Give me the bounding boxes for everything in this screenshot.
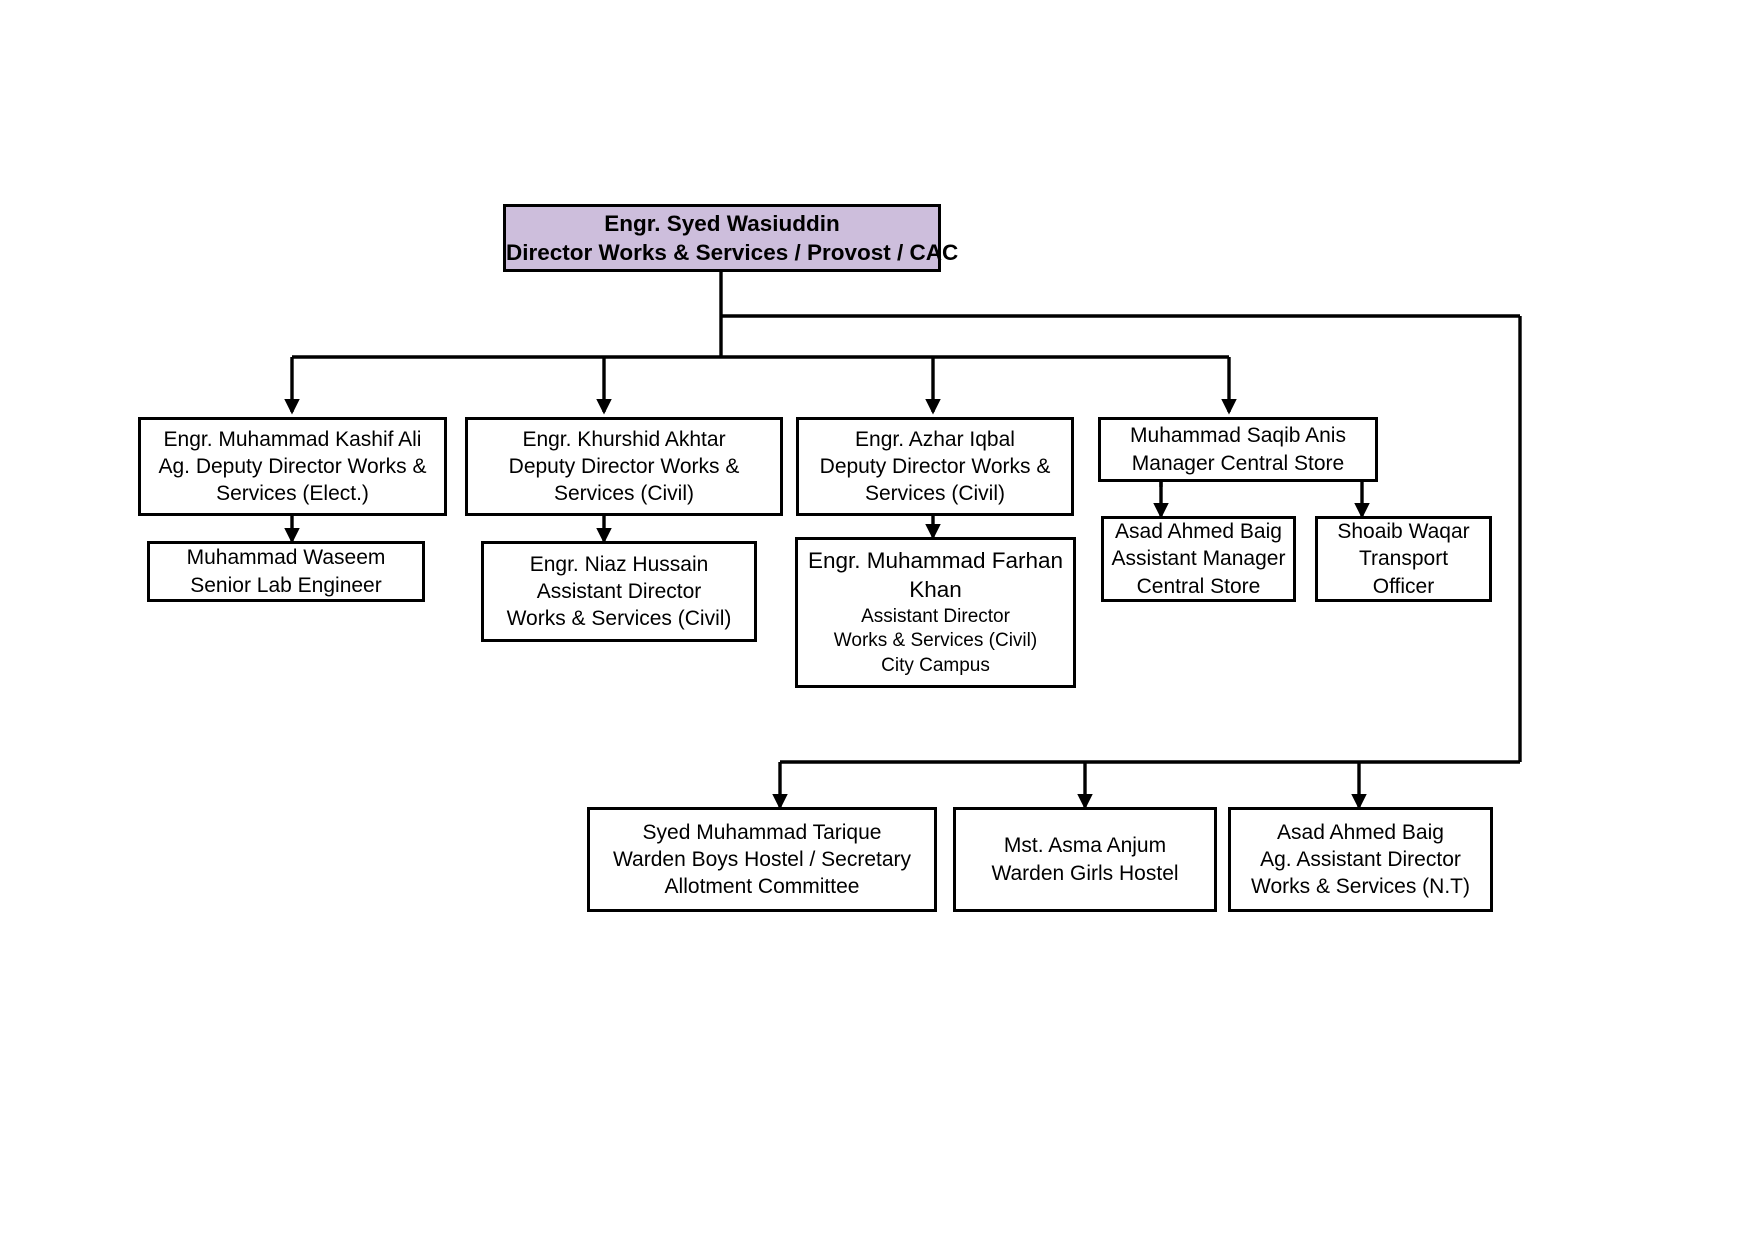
- node-syed-muhammad-tarique[interactable]: Syed Muhammad Tarique Warden Boys Hostel…: [587, 807, 937, 912]
- node-line: Assistant Director: [536, 579, 702, 603]
- node-line: City Campus: [881, 655, 990, 677]
- node-line: Central Store: [1136, 574, 1261, 598]
- node-line: Asad Ahmed Baig: [1115, 520, 1282, 544]
- node-line: Deputy Director Works &: [819, 454, 1051, 478]
- node-line: Shoaib Waqar: [1337, 520, 1470, 544]
- node-farhan-khan[interactable]: Engr. Muhammad Farhan Khan Assistant Dir…: [795, 537, 1076, 688]
- node-line: Services (Civil): [864, 482, 1005, 506]
- node-line: Services (Civil): [553, 482, 694, 506]
- node-line: Engr. Azhar Iqbal: [855, 427, 1015, 451]
- node-line: Warden Girls Hostel: [991, 861, 1179, 885]
- node-line: Engr. Khurshid Akhtar: [522, 427, 726, 451]
- node-line: Officer: [1372, 574, 1435, 598]
- node-mst-asma-anjum[interactable]: Mst. Asma Anjum Warden Girls Hostel: [953, 807, 1217, 912]
- node-line: Warden Boys Hostel / Secretary: [613, 847, 911, 871]
- node-muhammad-waseem[interactable]: Muhammad Waseem Senior Lab Engineer: [147, 541, 425, 602]
- node-asad-ahmed-baig-nt[interactable]: Asad Ahmed Baig Ag. Assistant Director W…: [1228, 807, 1493, 912]
- node-niaz-hussain[interactable]: Engr. Niaz Hussain Assistant Director Wo…: [481, 541, 757, 642]
- node-line: Ag. Assistant Director: [1260, 847, 1461, 871]
- node-line: Ag. Deputy Director Works &: [158, 454, 427, 478]
- node-shoaib-waqar[interactable]: Shoaib Waqar Transport Officer: [1315, 516, 1492, 602]
- node-line: Senior Lab Engineer: [190, 573, 382, 597]
- node-khurshid-akhtar[interactable]: Engr. Khurshid Akhtar Deputy Director Wo…: [465, 417, 783, 516]
- node-line: Engr. Muhammad Kashif Ali: [163, 427, 422, 451]
- node-line: Muhammad Saqib Anis: [1130, 424, 1346, 448]
- node-asad-ahmed-baig-central-store[interactable]: Asad Ahmed Baig Assistant Manager Centra…: [1101, 516, 1296, 602]
- node-saqib-anis[interactable]: Muhammad Saqib Anis Manager Central Stor…: [1098, 417, 1378, 482]
- node-line: Director Works & Services / Provost / CA…: [506, 240, 959, 265]
- node-line: Assistant Manager: [1111, 547, 1286, 571]
- node-line: Muhammad Waseem: [186, 546, 386, 570]
- node-line: Works & Services (Civil): [833, 630, 1038, 652]
- node-line: Engr. Muhammad Farhan: [807, 548, 1064, 574]
- node-line: Works & Services (N.T): [1251, 875, 1470, 899]
- node-line: Engr. Niaz Hussain: [529, 552, 709, 576]
- node-line: Deputy Director Works &: [508, 454, 740, 478]
- node-root-director[interactable]: Engr. Syed Wasiuddin Director Works & Se…: [503, 204, 959, 272]
- node-line: Manager Central Store: [1131, 451, 1345, 475]
- node-line: Khan: [909, 577, 962, 603]
- node-line: Works & Services (Civil): [506, 607, 732, 631]
- node-line: Engr. Syed Wasiuddin: [604, 210, 840, 236]
- node-line: Assistant Director: [861, 605, 1010, 627]
- node-line: Allotment Committee: [664, 875, 860, 899]
- node-azhar-iqbal[interactable]: Engr. Azhar Iqbal Deputy Director Works …: [796, 417, 1074, 516]
- node-kashif-ali[interactable]: Engr. Muhammad Kashif Ali Ag. Deputy Dir…: [138, 417, 447, 516]
- node-line: Transport: [1358, 547, 1449, 571]
- node-line: Services (Elect.): [216, 482, 369, 506]
- node-line: Syed Muhammad Tarique: [642, 820, 882, 844]
- node-line: Asad Ahmed Baig: [1277, 820, 1444, 844]
- node-line: Mst. Asma Anjum: [1003, 834, 1167, 858]
